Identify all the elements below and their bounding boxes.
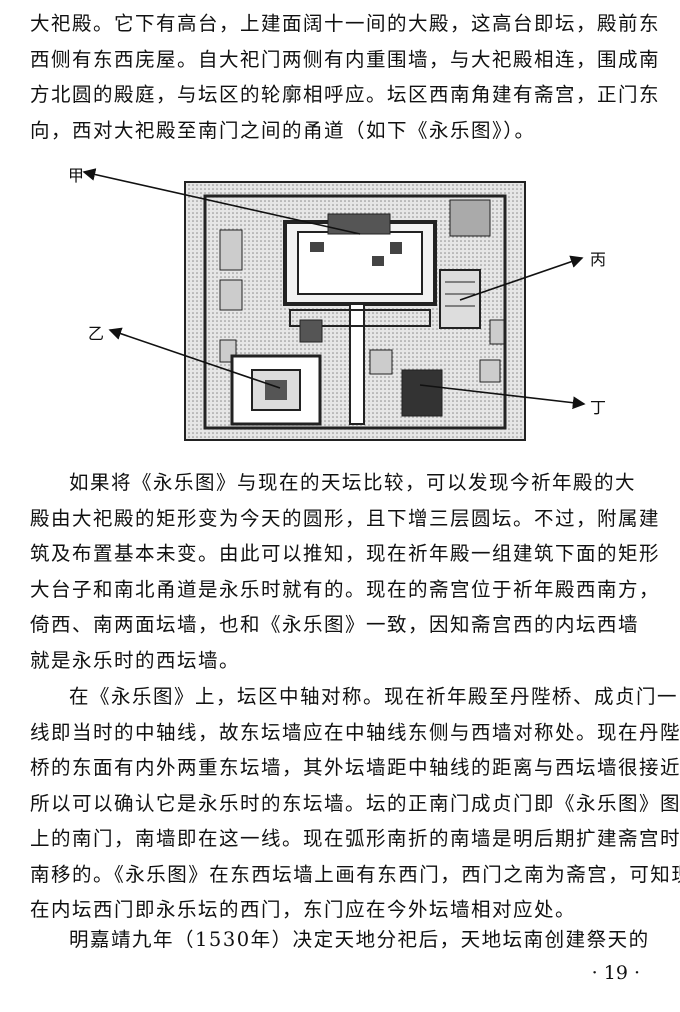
label-ding: 丁: [590, 398, 607, 417]
text-line: 在内坛西门即永乐坛的西门，东门应在今外坛墙相对应处。: [30, 898, 577, 921]
paragraph-3: 在《永乐图》上，坛区中轴对称。现在祈年殿至丹陛桥、成贞门一 线即当时的中轴线，故…: [30, 679, 680, 928]
label-bing: 丙: [590, 250, 607, 269]
central-path: [349, 303, 365, 425]
yongle-map-figure: 甲 丙 乙 丁: [60, 160, 620, 445]
text-line: 明嘉靖九年（1530年）决定天地分祀后，天地坛南创建祭天的: [69, 928, 650, 951]
yongle-map-illustration: [82, 168, 586, 441]
label-jia: 甲: [68, 166, 85, 185]
pointer-yi: [108, 327, 281, 389]
text-line: 向，西对大祀殿至南门之间的甬道（如下《永乐图》）。: [30, 118, 536, 142]
text-line: 大祀殿。它下有高台，上建面阔十一间的大殿，这高台即坛，殿前东: [30, 12, 661, 35]
text-line: 方北圆的殿庭，与坛区的轮廓相呼应。坛区西南角建有斋宫，正门东: [30, 83, 661, 106]
paragraph-1: 大祀殿。它下有高台，上建面阔十一间的大殿，这高台即坛，殿前东 西侧有东西庑屋。自…: [30, 6, 661, 148]
text-line: 西侧有东西庑屋。自大祀门两侧有内重围墙，与大祀殿相连，围成南: [30, 47, 661, 71]
east-annex: [439, 269, 481, 329]
text-line: 如果将《永乐图》与现在的天坛比较，可以发现今祈年殿的大: [69, 471, 637, 494]
text-line: 殿由大祀殿的矩形变为今天的圆形，且下增三层圆坛。不过，附属建: [30, 506, 661, 530]
pointer-ding: [419, 384, 586, 410]
page-number: · 19 ·: [591, 962, 640, 984]
pointer-jia: [82, 168, 361, 235]
pointer-bing: [459, 255, 584, 301]
text-line: 倚西、南两面坛墙，也和《永乐图》一致，因知斋宫西的内坛西墙: [30, 613, 640, 636]
label-yi: 乙: [88, 324, 105, 343]
inner-wall: [203, 194, 507, 430]
text-line: 所以可以确认它是永乐时的东坛墙。坛的正南门成贞门即《永乐图》图: [30, 791, 680, 815]
southeast-block: [401, 369, 443, 417]
text-line: 上的南门，南墙即在这一线。现在弧形南折的南墙是明后期扩建斋宫时: [30, 827, 680, 850]
text-line: 大台子和南北甬道是永乐时就有的。现在的斋宫位于祈年殿西南方，: [30, 577, 661, 601]
main-hall: [327, 213, 391, 235]
text-line: 筑及布置基本未变。由此可以推知，现在祈年殿一组建筑下面的矩形: [30, 542, 661, 565]
paragraph-2: 如果将《永乐图》与现在的天坛比较，可以发现今祈年殿的大 殿由大祀殿的矩形变为今天…: [30, 465, 661, 678]
paragraph-4: 明嘉靖九年（1530年）决定天地分祀后，天地坛南创建祭天的: [30, 922, 652, 958]
text-line: 在《永乐图》上，坛区中轴对称。现在祈年殿至丹陛桥、成贞门一: [69, 685, 679, 708]
text-line: 线即当时的中轴线，故东坛墙应在中轴线东侧与西墙对称处。现在丹陛: [30, 720, 680, 744]
text-line: 桥的东面有内外两重东坛墙，其外坛墙距中轴线的距离与西坛墙很接近，: [30, 756, 680, 779]
text-line: 南移的。《永乐图》在东西坛墙上画有东西门，西门之南为斋宫，可知现: [30, 862, 680, 886]
text-line: 就是永乐时的西坛墙。: [30, 648, 241, 672]
